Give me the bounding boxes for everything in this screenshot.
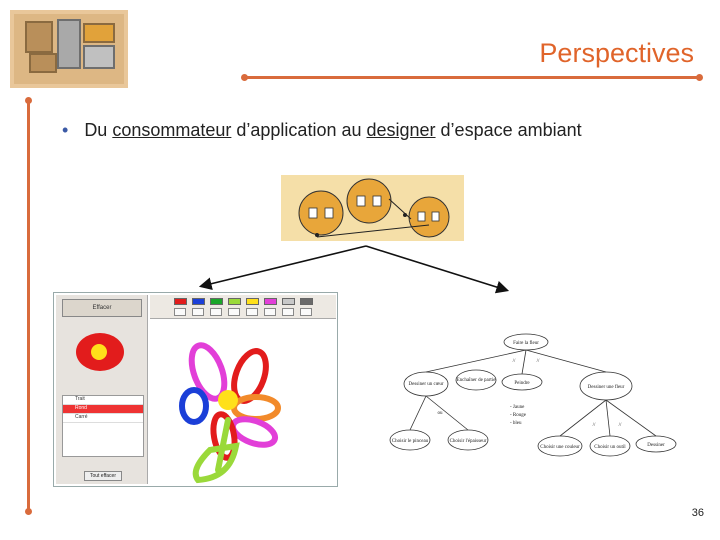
color-target-icon xyxy=(76,333,124,371)
color-swatch xyxy=(228,298,241,305)
paint-toolbar xyxy=(150,295,336,319)
rect-tool-icon xyxy=(264,308,276,316)
logo-icon xyxy=(10,10,128,88)
tree-node-label: Choisir une couleur xyxy=(540,445,580,450)
color-swatch xyxy=(192,298,205,305)
pencil-tool-icon xyxy=(192,308,204,316)
tree-operator: // xyxy=(619,423,622,428)
ambient-components-image xyxy=(281,175,464,241)
tree-node-label: Choisir le pinceau xyxy=(392,439,429,444)
tree-node-label: Choisir l'épaisseur xyxy=(450,439,487,444)
tree-node-label: Dessiner un cœur xyxy=(409,382,444,387)
tree-node-label: Dessiner une fleur xyxy=(588,385,625,390)
bullet-text-3: d’espace ambiant xyxy=(435,120,582,140)
bullet-marker: • xyxy=(62,120,69,140)
tree-node-label: Peindre xyxy=(514,381,530,386)
double-arrow xyxy=(198,245,510,294)
paint-left-panel: Effacer Trait Rond Carré Tout effacer xyxy=(56,295,148,484)
bullet-underlined-1: consommateur xyxy=(112,120,232,140)
color-swatch xyxy=(174,298,187,305)
task-tree-diagram: Faire la fleur Dessiner un cœur Enchaîne… xyxy=(389,333,677,457)
slide-title: Perspectives xyxy=(539,38,694,68)
shape-tool-icon xyxy=(300,308,312,316)
left-vertical-rule xyxy=(25,97,32,515)
line-tool-icon xyxy=(246,308,258,316)
tree-note: - Rouge xyxy=(510,413,527,418)
page-number: 36 xyxy=(691,507,704,519)
fill-tool-icon xyxy=(228,308,240,316)
tree-note: - Jaune xyxy=(510,405,525,410)
flower-drawing xyxy=(179,342,281,484)
color-swatch xyxy=(246,298,259,305)
color-swatch xyxy=(300,298,313,305)
bullet-underlined-2: designer xyxy=(366,120,436,140)
tree-root-label: Faire la fleur xyxy=(513,341,539,346)
color-swatch xyxy=(210,298,223,305)
list-item: Carré xyxy=(63,414,143,423)
tree-operator: // xyxy=(537,359,540,364)
bullet-text-1: Du xyxy=(84,120,113,140)
ellipse-tool-icon xyxy=(282,308,294,316)
list-item: Trait xyxy=(63,396,143,405)
bullet-item: • Du consommateur d’application au design… xyxy=(62,120,582,141)
color-swatch xyxy=(264,298,277,305)
tree-node-label: Choisir un outil xyxy=(594,445,626,450)
tree-operator: // xyxy=(593,423,596,428)
bullet-text-2: d’application au xyxy=(231,120,367,140)
tree-note: - bleu xyxy=(510,421,522,426)
tree-operator: // xyxy=(513,359,516,364)
shape-list: Trait Rond Carré xyxy=(62,395,144,457)
title-underline xyxy=(241,74,703,81)
tree-node-label: Dessiner xyxy=(647,443,665,448)
list-item: Rond xyxy=(63,405,143,414)
clear-all-button: Tout effacer xyxy=(84,471,122,481)
tree-operator: ou xyxy=(438,411,444,416)
brush-tool-icon xyxy=(174,308,186,316)
paint-app-screenshot: Effacer Trait Rond Carré Tout effacer xyxy=(53,292,338,487)
color-swatch xyxy=(282,298,295,305)
eraser-tool-icon xyxy=(210,308,222,316)
tree-node-label: Enchaîner de partie xyxy=(457,378,497,383)
effacer-button: Effacer xyxy=(62,299,142,317)
